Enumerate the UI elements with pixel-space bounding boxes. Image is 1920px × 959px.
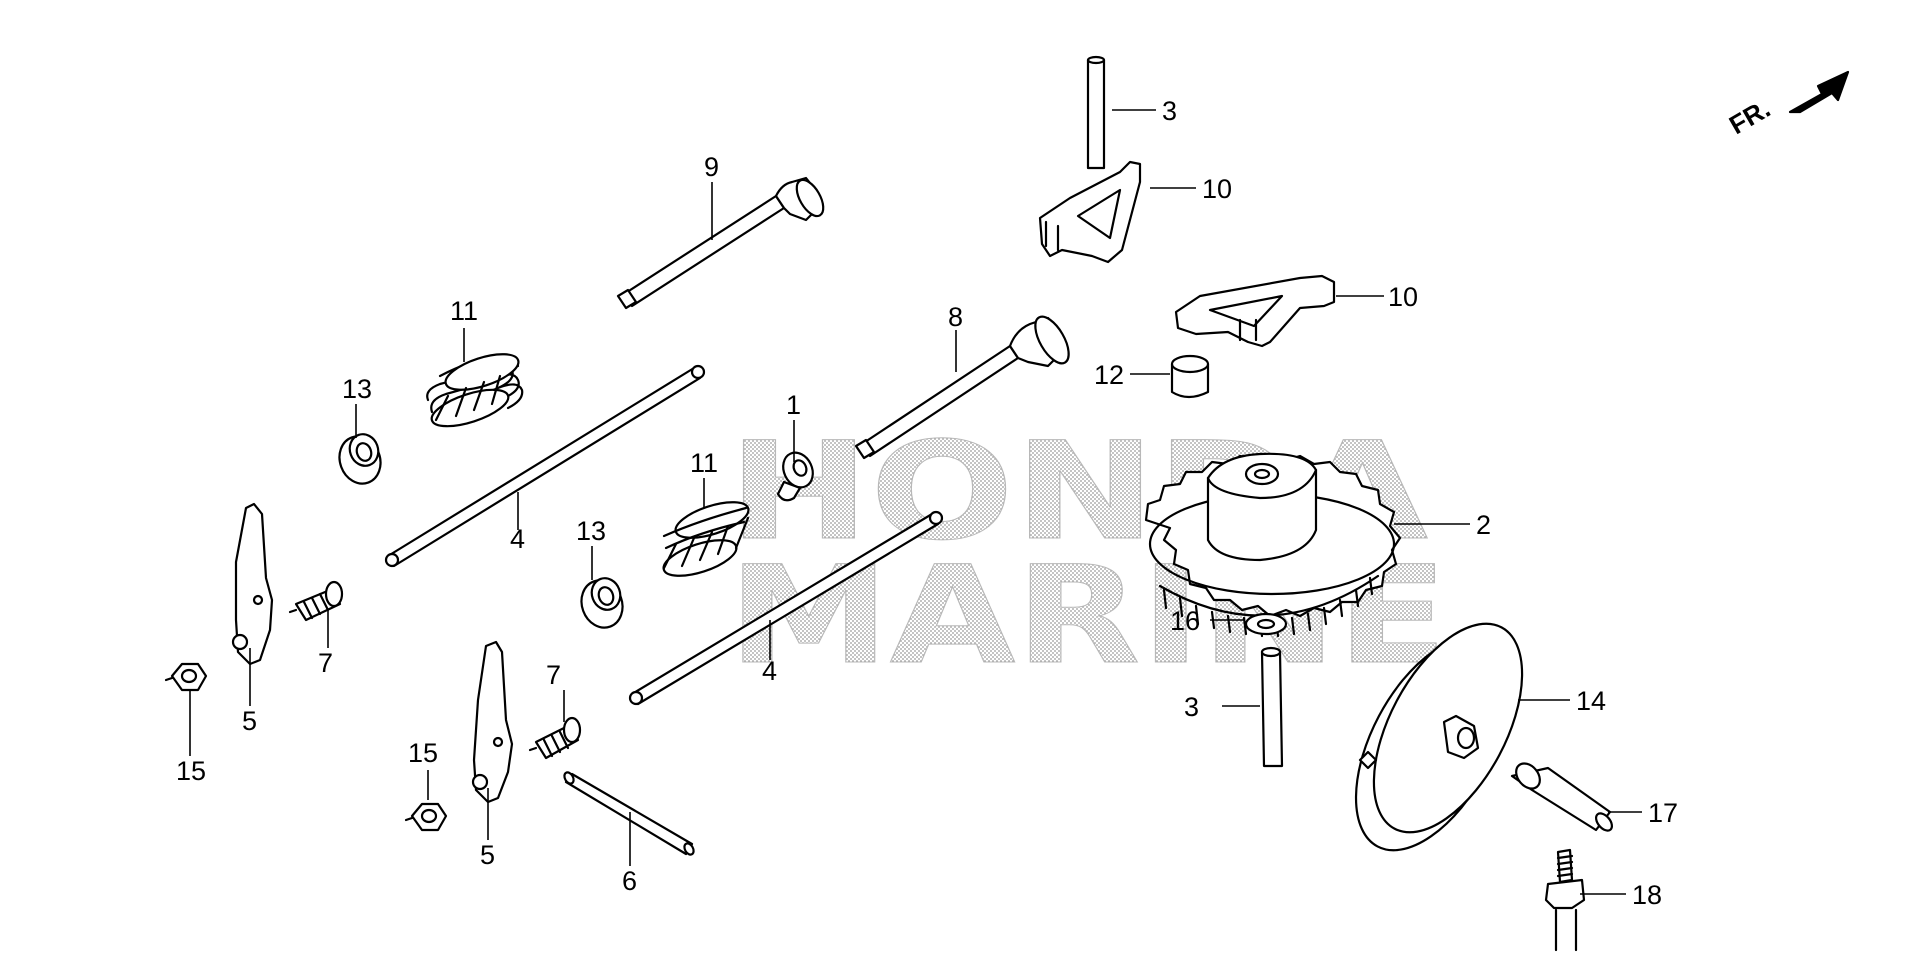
callout-13-upper: 13 — [342, 374, 372, 404]
part-valve-8 — [854, 315, 1070, 460]
callout-5-lower: 5 — [480, 840, 495, 870]
part-washer — [1244, 612, 1288, 636]
part-rod — [563, 771, 695, 856]
callout-1: 1 — [786, 390, 801, 420]
callout-9: 9 — [704, 152, 719, 182]
callout-2: 2 — [1476, 510, 1491, 540]
part-nut-lower — [404, 802, 448, 832]
callout-12: 12 — [1094, 360, 1124, 390]
part-retainer-lower — [580, 577, 624, 629]
callout-18: 18 — [1632, 880, 1662, 910]
leader-lines — [189, 109, 1642, 895]
part-rocker-lower — [471, 640, 514, 804]
part-adjuster-left — [288, 580, 344, 622]
callout-4-upper: 4 — [510, 524, 525, 554]
callout-11-upper: 11 — [450, 296, 478, 326]
callout-3-lower: 3 — [1184, 692, 1199, 722]
part-rocker-arm-upper — [1038, 160, 1142, 264]
part-pin-top — [1086, 55, 1106, 170]
part-retainer-upper — [338, 433, 382, 485]
callout-5-left: 5 — [242, 706, 257, 736]
callout-10-upper: 10 — [1202, 174, 1232, 204]
part-rocker-left — [231, 502, 274, 666]
part-spring-lower — [662, 501, 750, 577]
front-label: FR. — [1724, 93, 1775, 140]
callout-11-lower: 11 — [690, 448, 718, 478]
callout-4-lower: 4 — [762, 656, 777, 686]
part-spring-upper — [426, 353, 524, 428]
callout-6: 6 — [622, 866, 637, 896]
part-cap — [1170, 354, 1210, 399]
part-valve-rotator — [776, 451, 814, 502]
part-nut-left — [164, 662, 208, 692]
callout-15-left: 15 — [176, 756, 206, 786]
front-arrow-icon — [1788, 70, 1850, 114]
part-valve-9 — [616, 176, 825, 310]
part-bolt — [1544, 848, 1586, 952]
part-pin-lower — [1260, 646, 1284, 768]
callout-15-lower: 15 — [408, 738, 438, 768]
part-pushrod-lower — [628, 510, 944, 706]
callout-7-left: 7 — [318, 648, 333, 678]
front-direction-indicator: FR. — [1724, 70, 1850, 140]
callout-17: 17 — [1648, 798, 1678, 828]
part-shaft-pin — [1510, 762, 1614, 832]
part-rocker-arm-lower — [1174, 274, 1336, 348]
callout-labels: 3 10 10 12 9 8 11 13 1 11 4 13 2 4 16 3 … — [176, 96, 1678, 910]
callout-3-top: 3 — [1162, 96, 1177, 126]
callout-16: 16 — [1170, 606, 1200, 636]
callout-10-lower: 10 — [1388, 282, 1418, 312]
callout-7-lower: 7 — [546, 660, 561, 690]
part-cam-gear — [1144, 452, 1402, 638]
part-governor-disc — [1354, 622, 1524, 852]
part-pushrod-upper — [384, 364, 706, 568]
callout-14: 14 — [1576, 686, 1606, 716]
part-adjuster-lower — [528, 716, 582, 760]
callout-13-lower: 13 — [576, 516, 606, 546]
callout-8: 8 — [948, 302, 963, 332]
